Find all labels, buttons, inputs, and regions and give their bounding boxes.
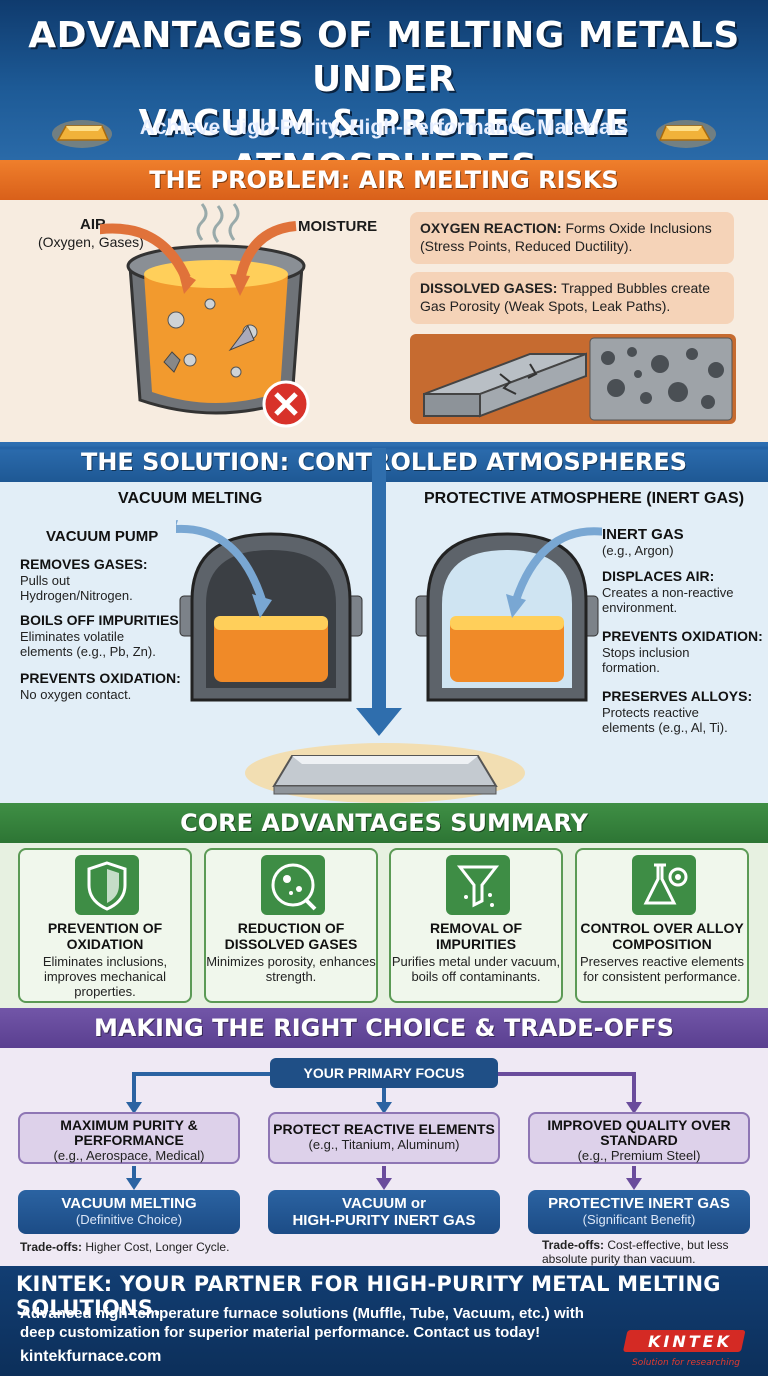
core-card-text: Purifies metal under vacuum, boils off c… — [391, 954, 561, 984]
pure-ingot-illustration — [245, 743, 525, 803]
vacuum-item-title: BOILS OFF IMPURITIES: — [20, 612, 184, 628]
vacuum-chamber-illustration — [176, 520, 363, 702]
result-box: VACUUM MELTING (Definitive Choice) — [18, 1190, 240, 1234]
tradeoff-text: Trade-offs: Higher Cost, Longer Cycle. — [20, 1240, 260, 1254]
flask-gear-icon — [632, 855, 696, 915]
core-card: REMOVAL OF IMPURITIES Purifies metal und… — [389, 848, 563, 1003]
option-box: IMPROVED QUALITY OVER STANDARD (e.g., Pr… — [528, 1112, 750, 1164]
core-card: CONTROL OVER ALLOY COMPOSITION Preserves… — [575, 848, 749, 1003]
logo-tagline: Solution for researching — [632, 1358, 740, 1368]
vacuum-title: VACUUM MELTING — [118, 490, 263, 507]
inert-title: PROTECTIVE ATMOSPHERE (INERT GAS) — [424, 490, 745, 507]
footer-url-link[interactable]: kintekfurnace.com — [20, 1348, 162, 1365]
moisture-label: MOISTURE — [298, 218, 378, 235]
problem-banner: THE PROBLEM: AIR MELTING RISKS — [0, 160, 768, 200]
option-title: MAXIMUM PURITY & PERFORMANCE — [60, 1117, 198, 1148]
inert-item-title: PREVENTS OXIDATION: — [602, 628, 763, 644]
vacuum-item-text: Eliminates volatile elements (e.g., Pb, … — [20, 629, 156, 659]
tradeoff-value: Cost-effective, but less absolute purity… — [542, 1238, 729, 1266]
primary-focus-box: YOUR PRIMARY FOCUS — [270, 1058, 498, 1088]
inert-item-text: Creates a non-reactive environment. — [602, 585, 734, 615]
core-card-text: Minimizes porosity, enhances strength. — [206, 954, 376, 984]
tradeoff-label: Trade-offs: — [542, 1238, 605, 1252]
kintek-logo: KINTEK Solution for researching — [623, 1330, 746, 1368]
decision-arrows — [126, 1072, 642, 1190]
result-title: PROTECTIVE INERT GAS — [548, 1195, 730, 1212]
dissolved-gases-card: DISSOLVED GASES: Trapped Bubbles create … — [410, 272, 734, 324]
air-sublabel: (Oxygen, Gases) — [38, 234, 144, 250]
card-text: Trapped Bubbles create Gas Porosity (Wea… — [420, 280, 710, 314]
tradeoff-text: Trade-offs: Cost-effective, but less abs… — [542, 1238, 754, 1266]
inert-item-title: PRESERVES ALLOYS: — [602, 688, 753, 704]
core-card: PREVENTION OF OXIDATION Eliminates inclu… — [18, 848, 192, 1003]
option-title: IMPROVED QUALITY OVER STANDARD — [547, 1117, 731, 1148]
option-sub: (e.g., Titanium, Aluminum) — [308, 1137, 460, 1152]
page-subtitle: Achieve High-Purity, High-Performance Ma… — [139, 116, 629, 139]
shield-icon — [75, 855, 139, 915]
gold-ingot-icon — [656, 120, 716, 148]
result-title: VACUUM or — [342, 1195, 426, 1212]
funnel-icon — [446, 855, 510, 915]
footer-title: KINTEK: YOUR PARTNER FOR HIGH-PURITY MET… — [16, 1272, 721, 1320]
result-sub: (Significant Benefit) — [582, 1212, 696, 1227]
inert-item-text: Stops inclusion formation. — [602, 645, 690, 675]
vacuum-pump-label: VACUUM PUMP — [46, 528, 159, 545]
defect-illustration — [410, 334, 736, 424]
result-box: PROTECTIVE INERT GAS (Significant Benefi… — [528, 1190, 750, 1234]
option-sub: (e.g., Aerospace, Medical) — [53, 1148, 205, 1163]
page-title-line1: ADVANTAGES OF MELTING METALS UNDER — [28, 15, 740, 100]
vacuum-item-title: PREVENTS OXIDATION: — [20, 670, 181, 686]
core-banner: CORE ADVANTAGES SUMMARY — [0, 803, 768, 843]
gold-ingot-icon — [52, 120, 112, 148]
vacuum-item-text: Pulls out Hydrogen/Nitrogen. — [20, 573, 133, 603]
result-sub: HIGH-PURITY INERT GAS — [292, 1212, 476, 1229]
tradeoff-label: Trade-offs: — [20, 1240, 83, 1254]
result-box: VACUUM or HIGH-PURITY INERT GAS — [268, 1190, 500, 1234]
footer-description: Advanced high-temperature furnace soluti… — [20, 1305, 584, 1341]
crucible-illustration — [100, 203, 310, 428]
result-sub: (Definitive Choice) — [75, 1212, 183, 1227]
option-box: MAXIMUM PURITY & PERFORMANCE (e.g., Aero… — [18, 1112, 240, 1164]
core-card: REDUCTION OF DISSOLVED GASES Minimizes p… — [204, 848, 378, 1003]
core-card-text: Eliminates inclusions, improves mechanic… — [42, 954, 168, 999]
bubbles-icon — [261, 855, 325, 915]
vacuum-item-text: No oxygen contact. — [20, 687, 132, 702]
vacuum-item-title: REMOVES GASES: — [20, 556, 148, 572]
inert-item-text: Protects reactive elements (e.g., Al, Ti… — [602, 705, 728, 735]
tradeoff-value: Higher Cost, Longer Cycle. — [85, 1240, 230, 1254]
inert-gas-sublabel: (e.g., Argon) — [602, 543, 674, 558]
core-card-title: PREVENTION OF OXIDATION — [47, 920, 163, 952]
option-box: PROTECT REACTIVE ELEMENTS (e.g., Titaniu… — [268, 1112, 500, 1164]
inert-gas-chamber-illustration — [415, 527, 602, 702]
core-card-text: Preserves reactive elements for consiste… — [579, 954, 744, 984]
card-title: DISSOLVED GASES: — [420, 280, 558, 296]
card-text: Forms Oxide Inclusions (Stress Points, R… — [420, 220, 712, 254]
inert-gas-label: INERT GAS — [602, 526, 684, 543]
oxygen-reaction-card: OXYGEN REACTION: Forms Oxide Inclusions … — [410, 212, 734, 264]
core-card-title: REMOVAL OF IMPURITIES — [429, 920, 523, 952]
logo-text: KINTEK — [648, 1332, 732, 1351]
core-card-title: CONTROL OVER ALLOY COMPOSITION — [580, 920, 744, 952]
option-title: PROTECT REACTIVE ELEMENTS — [273, 1121, 495, 1137]
core-card-title: REDUCTION OF DISSOLVED GASES — [224, 920, 358, 952]
inert-item-title: DISPLACES AIR: — [602, 568, 715, 584]
choice-banner: MAKING THE RIGHT CHOICE & TRADE-OFFS — [0, 1008, 768, 1048]
card-title: OXYGEN REACTION: — [420, 220, 562, 236]
result-title: VACUUM MELTING — [61, 1195, 197, 1212]
flow-arrow — [0, 446, 768, 736]
footer: KINTEK: YOUR PARTNER FOR HIGH-PURITY MET… — [0, 1266, 768, 1376]
option-sub: (e.g., Premium Steel) — [577, 1148, 701, 1163]
